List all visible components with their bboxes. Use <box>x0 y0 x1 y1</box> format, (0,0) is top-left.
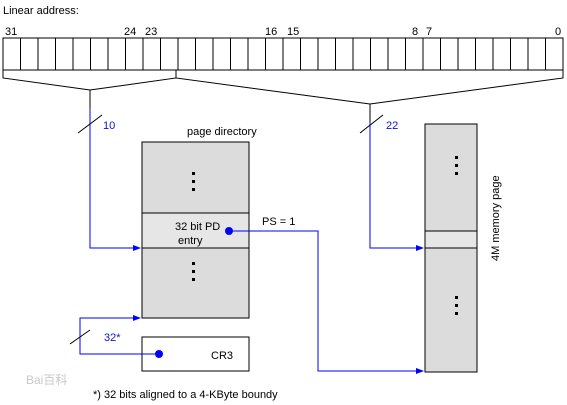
mem-ellipsis-upper <box>455 156 458 175</box>
pd-entry-label-line1: 32 bit PD <box>175 221 220 233</box>
mem-ellipsis-lower <box>455 296 458 315</box>
cr3-width-slash <box>69 329 91 345</box>
cr3-to-directory-arrow <box>79 315 159 355</box>
bit-label-24: 24 <box>124 26 136 38</box>
directory-bits-label: 10 <box>103 120 115 132</box>
directory-arrow <box>89 108 141 251</box>
cr3-label: CR3 <box>211 350 233 362</box>
memory-page <box>424 123 478 373</box>
bit-label-15: 15 <box>287 26 299 38</box>
watermark: Bai百科 <box>26 373 67 387</box>
bit-label-7: 7 <box>426 26 432 38</box>
pd-entry-dot <box>225 227 233 235</box>
bit-label-31: 31 <box>5 26 17 38</box>
directory-field-bracket <box>2 70 177 91</box>
pd-entry-to-page-arrow <box>233 230 424 374</box>
ellipsis-lower <box>192 262 195 281</box>
bit-label-8: 8 <box>412 26 418 38</box>
offset-bits-label: 22 <box>386 120 398 132</box>
bit-cell-dividers <box>20 38 546 70</box>
ellipsis-upper <box>192 172 195 191</box>
ps-label: PS = 1 <box>262 216 295 228</box>
offset-width-slash <box>359 114 384 134</box>
memory-page-label: 4M memory page <box>490 175 502 261</box>
offset-field-bracket <box>175 70 564 105</box>
field-brackets <box>2 70 564 122</box>
page-directory-title: page directory <box>187 126 257 138</box>
bit-label-16: 16 <box>265 26 277 38</box>
cr3-bits-label: 32* <box>104 332 121 344</box>
bit-label-0: 0 <box>555 26 561 38</box>
linear-address-register <box>2 37 564 71</box>
memory-page-entry-row <box>424 230 478 249</box>
bit-label-23: 23 <box>145 26 157 38</box>
linear-address-title: Linear address: <box>3 5 79 17</box>
pd-entry-label-line2: entry <box>178 235 203 247</box>
offset-arrow <box>369 122 424 251</box>
footnote: *) 32 bits aligned to a 4-KByte boundy <box>93 389 278 401</box>
directory-width-slash <box>77 114 103 134</box>
